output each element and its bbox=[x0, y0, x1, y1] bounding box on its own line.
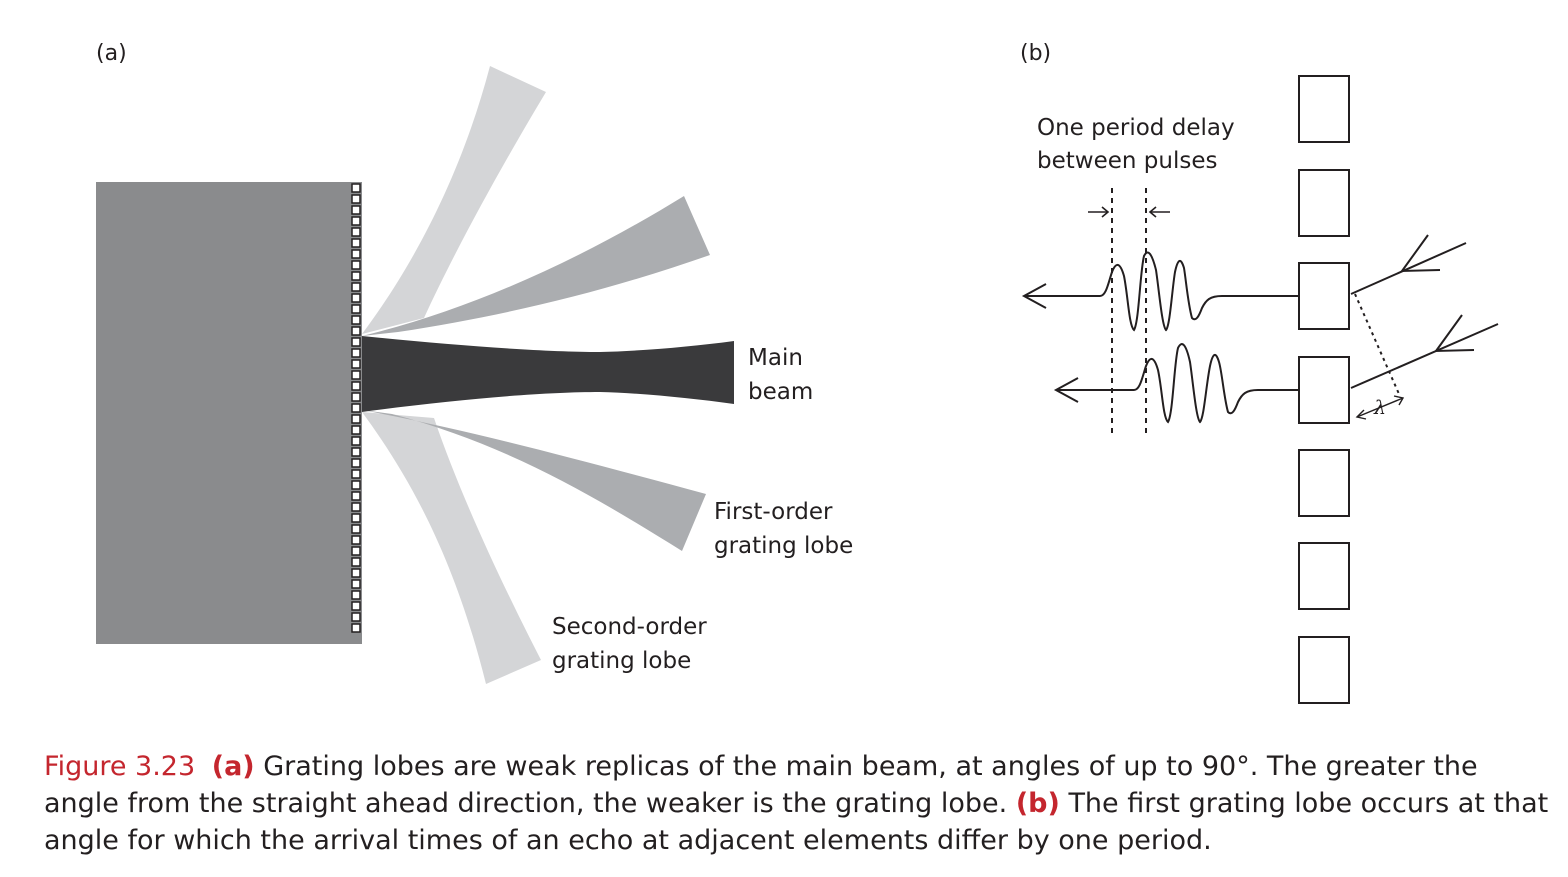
pulse-waveform-upper bbox=[1024, 251, 1299, 332]
main-beam-label-line1: Main bbox=[748, 345, 803, 371]
transducer-element-array bbox=[351, 183, 361, 633]
transducer-element bbox=[351, 612, 361, 622]
transducer-element bbox=[351, 348, 361, 358]
main-beam bbox=[362, 336, 734, 412]
transducer-element bbox=[351, 579, 361, 589]
transducer-element bbox=[351, 524, 361, 534]
transducer-element bbox=[351, 557, 361, 567]
transducer-element bbox=[351, 568, 361, 578]
transducer-element bbox=[351, 425, 361, 435]
caption-tag-a: (a) bbox=[211, 751, 255, 782]
transducer-element bbox=[351, 194, 361, 204]
transducer-element bbox=[351, 282, 361, 292]
first-order-lobe-upper bbox=[362, 196, 710, 336]
ray-feather-lower bbox=[1434, 314, 1475, 353]
transducer-element bbox=[351, 546, 361, 556]
transducer-element bbox=[351, 601, 361, 611]
second-order-lobe-upper bbox=[362, 66, 546, 334]
transducer-element bbox=[351, 623, 361, 633]
transducer-body bbox=[96, 182, 362, 644]
transducer-element bbox=[351, 502, 361, 512]
transducer-element bbox=[351, 436, 361, 446]
array-elements bbox=[1298, 75, 1350, 704]
panel-a-label: (a) bbox=[96, 41, 127, 66]
second-order-lobe-lower bbox=[362, 412, 541, 684]
array-element bbox=[1298, 262, 1350, 330]
transducer-element bbox=[351, 491, 361, 501]
caption-text-a: Grating lobes are weak replicas of the m… bbox=[44, 751, 1478, 819]
transducer-element bbox=[351, 590, 361, 600]
first-order-label-line1: First-order bbox=[714, 499, 833, 525]
transducer-element bbox=[351, 469, 361, 479]
wavelength-arrow bbox=[1355, 395, 1405, 420]
transducer-element bbox=[351, 326, 361, 336]
delay-arrows bbox=[1088, 206, 1170, 218]
transducer-element bbox=[351, 370, 361, 380]
incoming-rays bbox=[1350, 234, 1499, 389]
array-element bbox=[1298, 636, 1350, 704]
panel-b-label: (b) bbox=[1020, 41, 1051, 66]
transducer-element bbox=[351, 414, 361, 424]
ray-feather-upper bbox=[1400, 234, 1441, 273]
figure-number: Figure 3.23 bbox=[44, 751, 196, 782]
delay-label-line1: One period delay bbox=[1037, 115, 1235, 141]
caption-tag-b: (b) bbox=[1015, 788, 1060, 819]
transducer-element bbox=[351, 216, 361, 226]
incoming-ray-lower bbox=[1350, 323, 1499, 389]
array-element bbox=[1298, 169, 1350, 237]
panel-a: (a) Main beam First-order grating lobe S… bbox=[96, 41, 853, 684]
array-element bbox=[1298, 356, 1350, 424]
wavelength-symbol: λ bbox=[1373, 397, 1386, 419]
wavefront-dotted-line bbox=[1354, 293, 1400, 395]
transducer-element bbox=[351, 359, 361, 369]
transducer-element bbox=[351, 403, 361, 413]
transducer-element bbox=[351, 205, 361, 215]
delay-label-line2: between pulses bbox=[1037, 148, 1217, 174]
transducer-element bbox=[351, 381, 361, 391]
incoming-ray-upper bbox=[1350, 242, 1467, 295]
transducer-element bbox=[351, 535, 361, 545]
transducer-element bbox=[351, 183, 361, 193]
first-order-lobe-lower bbox=[362, 410, 706, 551]
main-beam-label-line2: beam bbox=[748, 379, 813, 405]
transducer-element bbox=[351, 458, 361, 468]
transducer-element bbox=[351, 227, 361, 237]
transducer-element bbox=[351, 337, 361, 347]
panel-b: (b) One period delay between pulses bbox=[1020, 41, 1499, 704]
second-order-label-line2: grating lobe bbox=[552, 648, 691, 674]
second-order-label-line1: Second-order bbox=[552, 614, 707, 640]
transducer-element bbox=[351, 447, 361, 457]
pulse-waveform-lower bbox=[1056, 343, 1299, 424]
transducer-element bbox=[351, 271, 361, 281]
array-element bbox=[1298, 75, 1350, 143]
array-element bbox=[1298, 542, 1350, 610]
transducer-element bbox=[351, 293, 361, 303]
transducer-element bbox=[351, 315, 361, 325]
grating-lobes-figure: (a) Main beam First-order grating lobe S… bbox=[96, 41, 1499, 704]
array-element bbox=[1298, 449, 1350, 517]
arrowhead-upper bbox=[1021, 283, 1047, 309]
transducer-element bbox=[351, 480, 361, 490]
figure-caption: Figure 3.23 (a) Grating lobes are weak r… bbox=[44, 748, 1559, 859]
first-order-label-line2: grating lobe bbox=[714, 533, 853, 559]
transducer-element bbox=[351, 260, 361, 270]
transducer-element bbox=[351, 304, 361, 314]
transducer-element bbox=[351, 513, 361, 523]
arrowhead-lower bbox=[1053, 377, 1079, 403]
transducer-element bbox=[351, 392, 361, 402]
caption-text-b: The first grating lobe occurs at that an… bbox=[44, 788, 1549, 856]
transducer-element bbox=[351, 249, 361, 259]
transducer-element bbox=[351, 238, 361, 248]
